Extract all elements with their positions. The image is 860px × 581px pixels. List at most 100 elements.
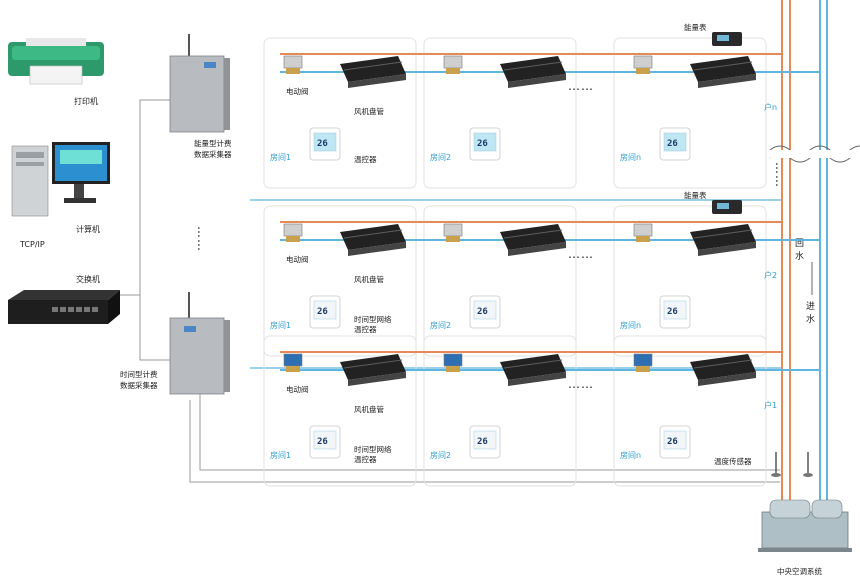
room-label: 房间2 xyxy=(430,320,451,330)
switch-icon xyxy=(8,290,120,324)
energy-meter-icon xyxy=(712,32,742,46)
fan-coil-icon xyxy=(690,56,756,88)
thermostat-reading: 26 xyxy=(477,139,488,149)
thermostat-reading: 26 xyxy=(477,437,488,447)
thermostat-icon: 26 xyxy=(659,425,691,459)
pipe-break-top xyxy=(769,145,860,155)
room-frame xyxy=(263,37,417,189)
supply-water-label-2: 水 xyxy=(806,313,815,325)
household-label: 户n xyxy=(764,102,777,112)
tcpip-label: TCP/IP xyxy=(19,240,45,249)
valve-icon xyxy=(633,223,653,242)
temp-sensor-label: 温度传感器 xyxy=(714,456,752,466)
valve-icon xyxy=(443,223,463,242)
fcu-label: 风机盘管 xyxy=(354,404,384,414)
room-frame xyxy=(423,335,577,487)
return-water-label-1: 回 xyxy=(795,238,804,249)
room-label: 房间1 xyxy=(270,320,291,330)
household-rows: 26房间126房间226房间n电动阀风机盘管温控器……户n能量表26房间126房… xyxy=(250,22,820,487)
thermostat-label-1: 时间型网络 xyxy=(354,444,392,454)
thermostat-reading: 26 xyxy=(317,307,328,317)
fan-coil-icon xyxy=(340,56,406,88)
valve-icon xyxy=(283,55,303,74)
energy-meter-label: 能量表 xyxy=(684,22,707,32)
thermostat-label-2: 温控器 xyxy=(354,324,377,334)
thermostat-reading: 26 xyxy=(317,139,328,149)
energy-collector-cabinet xyxy=(169,34,230,133)
chiller-icon xyxy=(758,499,852,552)
thermostat-label: 温控器 xyxy=(354,154,377,164)
return-water-label-2: 水 xyxy=(795,250,804,262)
valve-icon xyxy=(283,223,303,242)
time-collector-label-1: 时间型计费 xyxy=(120,369,158,379)
thermostat-reading: 26 xyxy=(667,307,678,317)
thermostat-icon: 26 xyxy=(659,295,691,329)
time-collector-cabinet xyxy=(169,292,230,395)
valve-label: 电动阀 xyxy=(286,254,309,264)
thermostat-icon: 26 xyxy=(309,425,341,459)
room-label: 房间2 xyxy=(430,152,451,162)
room-frame xyxy=(263,335,417,487)
fan-coil-icon xyxy=(500,224,566,256)
energy-meter-icon xyxy=(712,200,742,214)
fcu-label: 风机盘管 xyxy=(354,106,384,116)
thermostat-icon: 26 xyxy=(309,295,341,329)
thermostat-icon: 26 xyxy=(469,425,501,459)
room-frame xyxy=(613,335,767,487)
thermostat-reading: 26 xyxy=(667,437,678,447)
room-frame xyxy=(613,205,767,357)
fan-coil-icon xyxy=(690,354,756,386)
household-label: 户1 xyxy=(764,400,777,410)
valve-label: 电动阀 xyxy=(286,86,309,96)
thermostat-icon: 26 xyxy=(659,127,691,161)
thermostat-icon: 26 xyxy=(469,127,501,161)
valve-icon xyxy=(633,353,653,372)
room-frame xyxy=(423,205,577,357)
printer-label: 打印机 xyxy=(74,96,98,106)
room-label: 房间n xyxy=(620,152,641,162)
thermostat-label-1: 时间型网络 xyxy=(354,314,392,324)
network-lines xyxy=(120,99,780,483)
thermostat-icon: 26 xyxy=(469,295,501,329)
chiller-label: 中央空调系统 xyxy=(777,566,822,576)
fan-coil-icon xyxy=(500,354,566,386)
thermostat-reading: 26 xyxy=(667,139,678,149)
horizontal-ellipsis: …… xyxy=(568,377,594,391)
time-collector-label-2: 数据采集器 xyxy=(120,380,158,390)
household-label: 户2 xyxy=(764,270,777,280)
main-risers: 回 水 进 水 xyxy=(769,0,860,505)
computer-label: 计算机 xyxy=(76,224,100,234)
room-frame xyxy=(263,205,417,357)
valve-label: 电动阀 xyxy=(286,384,309,394)
horizontal-ellipsis: …… xyxy=(568,247,594,261)
horizontal-ellipsis: …… xyxy=(568,79,594,93)
fan-coil-icon xyxy=(340,354,406,386)
room-frame xyxy=(423,37,577,189)
printer-icon xyxy=(8,38,104,85)
vertical-ellipsis: …… xyxy=(195,226,209,252)
thermostat-reading: 26 xyxy=(317,437,328,447)
supply-water-label-1: 进 xyxy=(806,301,815,312)
riser-ellipsis: …… xyxy=(773,162,787,188)
room-label: 房间1 xyxy=(270,152,291,162)
valve-icon xyxy=(443,353,463,372)
thermostat-reading: 26 xyxy=(477,307,488,317)
switch-label: 交换机 xyxy=(76,274,100,284)
energy-meter-label: 能量表 xyxy=(684,190,707,200)
energy-collector-label-1: 能量型计费 xyxy=(194,138,232,148)
fan-coil-icon xyxy=(340,224,406,256)
thermostat-label-2: 温控器 xyxy=(354,454,377,464)
computer-icon xyxy=(11,142,110,217)
fcu-label: 风机盘管 xyxy=(354,274,384,284)
room-label: 房间2 xyxy=(430,450,451,460)
room-label: 房间n xyxy=(620,450,641,460)
fan-coil-icon xyxy=(500,56,566,88)
valve-icon xyxy=(633,55,653,74)
fan-coil-icon xyxy=(690,224,756,256)
room-label: 房间1 xyxy=(270,450,291,460)
